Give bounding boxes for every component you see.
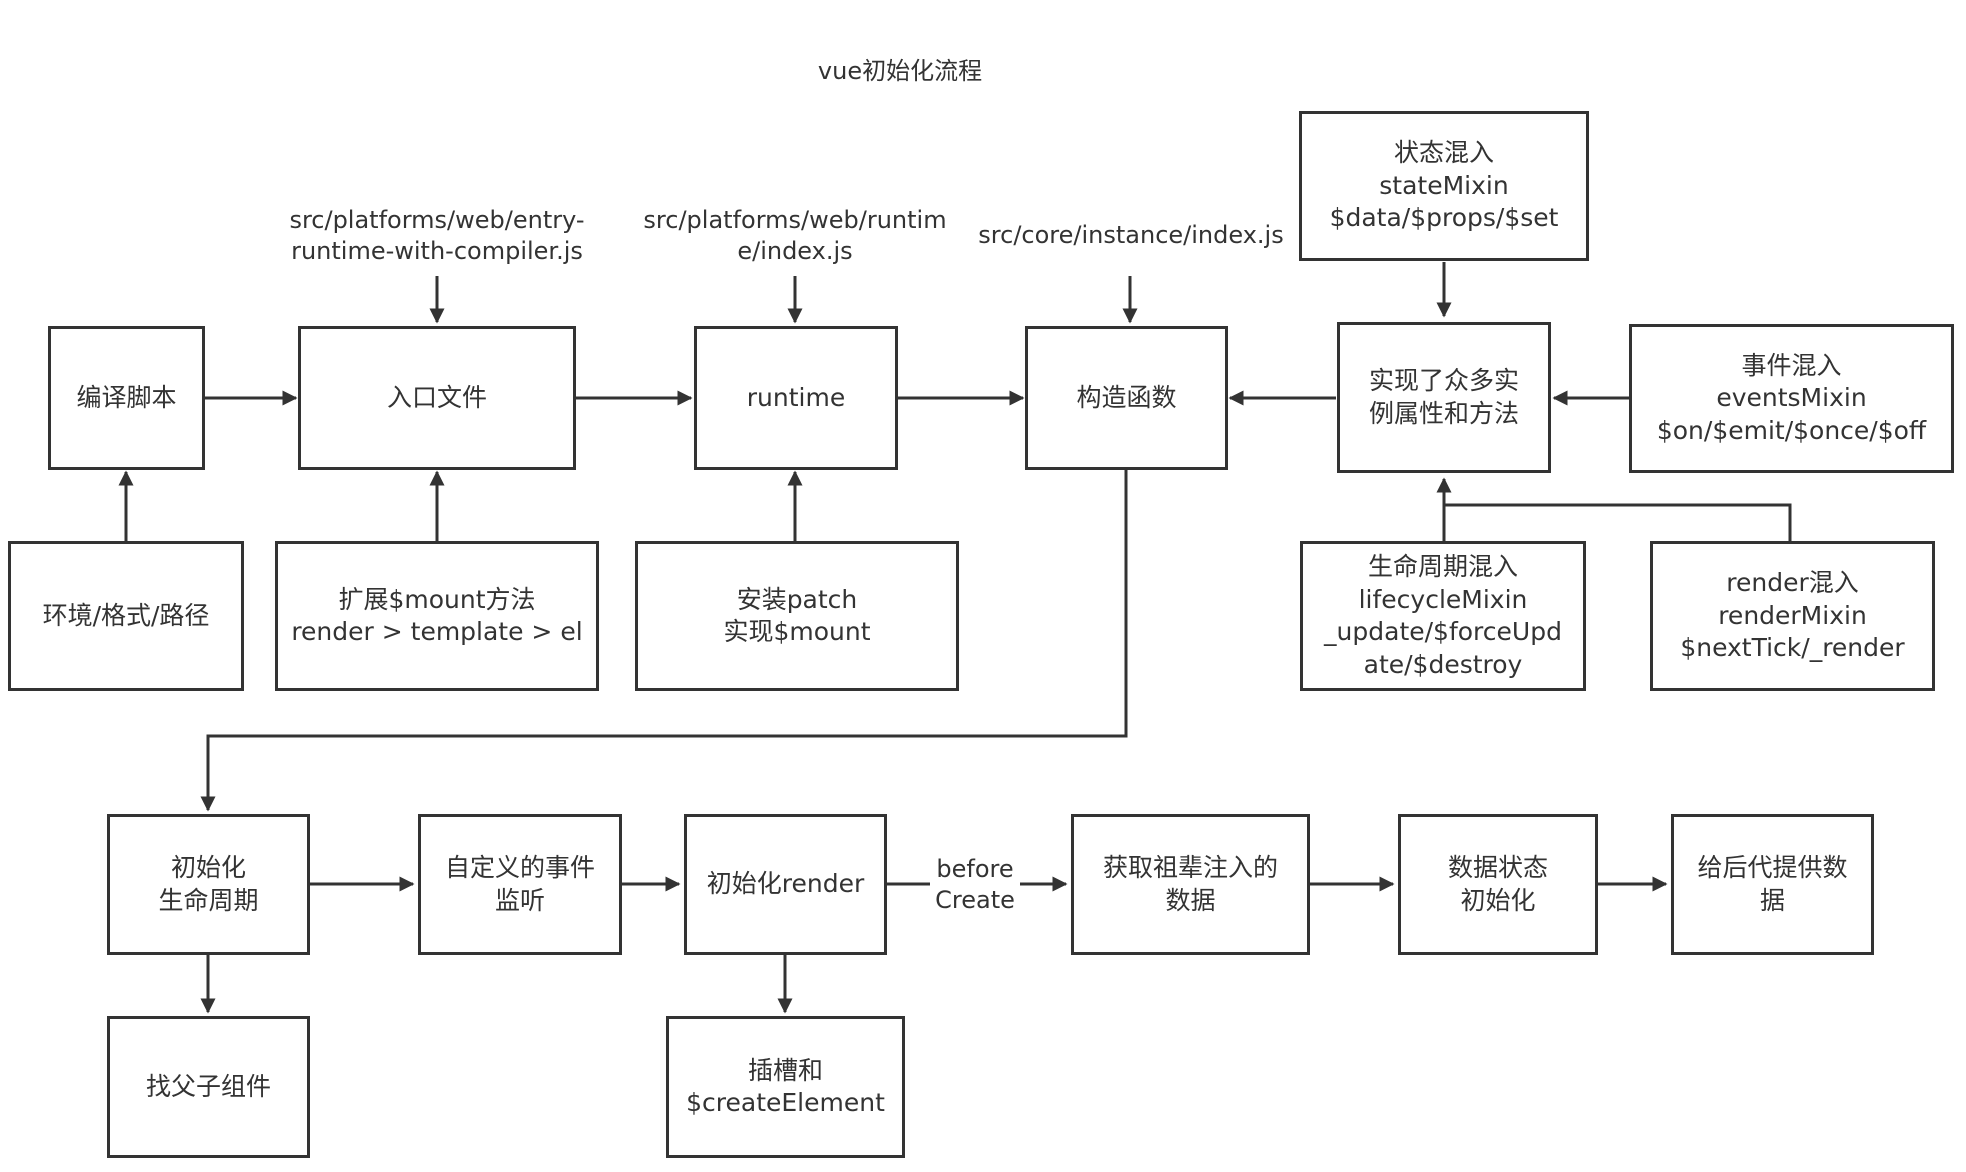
implement-props-node: 实现了众多实 例属性和方法 xyxy=(1337,322,1551,473)
init-state-node: 数据状态 初始化 xyxy=(1398,814,1598,955)
get-injections-node: 获取祖辈注入的 数据 xyxy=(1071,814,1310,955)
events-mixin-node: 事件混入 eventsMixin $on/$emit/$once/$off xyxy=(1629,324,1954,473)
runtime-path-label: src/platforms/web/runtim e/index.js xyxy=(643,205,947,265)
arrow-lifecycle-render-to-implement xyxy=(1442,503,1792,541)
lifecycle-mixin-node: 生命周期混入 lifecycleMixin _update/$forceUpd … xyxy=(1300,541,1586,691)
entry-file-node: 入口文件 xyxy=(298,326,576,470)
render-mixin-node: render混入 renderMixin $nextTick/_render xyxy=(1650,541,1935,691)
arrow-constructor-to-init-lifecycle xyxy=(200,470,1128,812)
compile-script-node: 编译脚本 xyxy=(48,326,205,470)
init-render-node: 初始化render xyxy=(684,814,887,955)
install-patch-node: 安装patch 实现$mount xyxy=(635,541,959,691)
extend-mount-node: 扩展$mount方法 render > template > el xyxy=(275,541,599,691)
runtime-node: runtime xyxy=(694,326,898,470)
find-parent-child-node: 找父子组件 xyxy=(107,1016,310,1158)
init-lifecycle-node: 初始化 生命周期 xyxy=(107,814,310,955)
before-create-label: before Create xyxy=(930,854,1020,916)
state-mixin-node: 状态混入 stateMixin $data/$props/$set xyxy=(1299,111,1589,261)
env-format-path-node: 环境/格式/路径 xyxy=(8,541,244,691)
instance-path-label: src/core/instance/index.js xyxy=(978,221,1284,250)
constructor-node: 构造函数 xyxy=(1025,326,1228,470)
diagram-title: vue初始化流程 xyxy=(817,57,983,86)
provide-data-node: 给后代提供数 据 xyxy=(1671,814,1874,955)
entry-path-label: src/platforms/web/entry- runtime-with-co… xyxy=(289,205,585,265)
slots-create-element-node: 插槽和 $createElement xyxy=(666,1016,905,1158)
custom-events-node: 自定义的事件 监听 xyxy=(418,814,622,955)
